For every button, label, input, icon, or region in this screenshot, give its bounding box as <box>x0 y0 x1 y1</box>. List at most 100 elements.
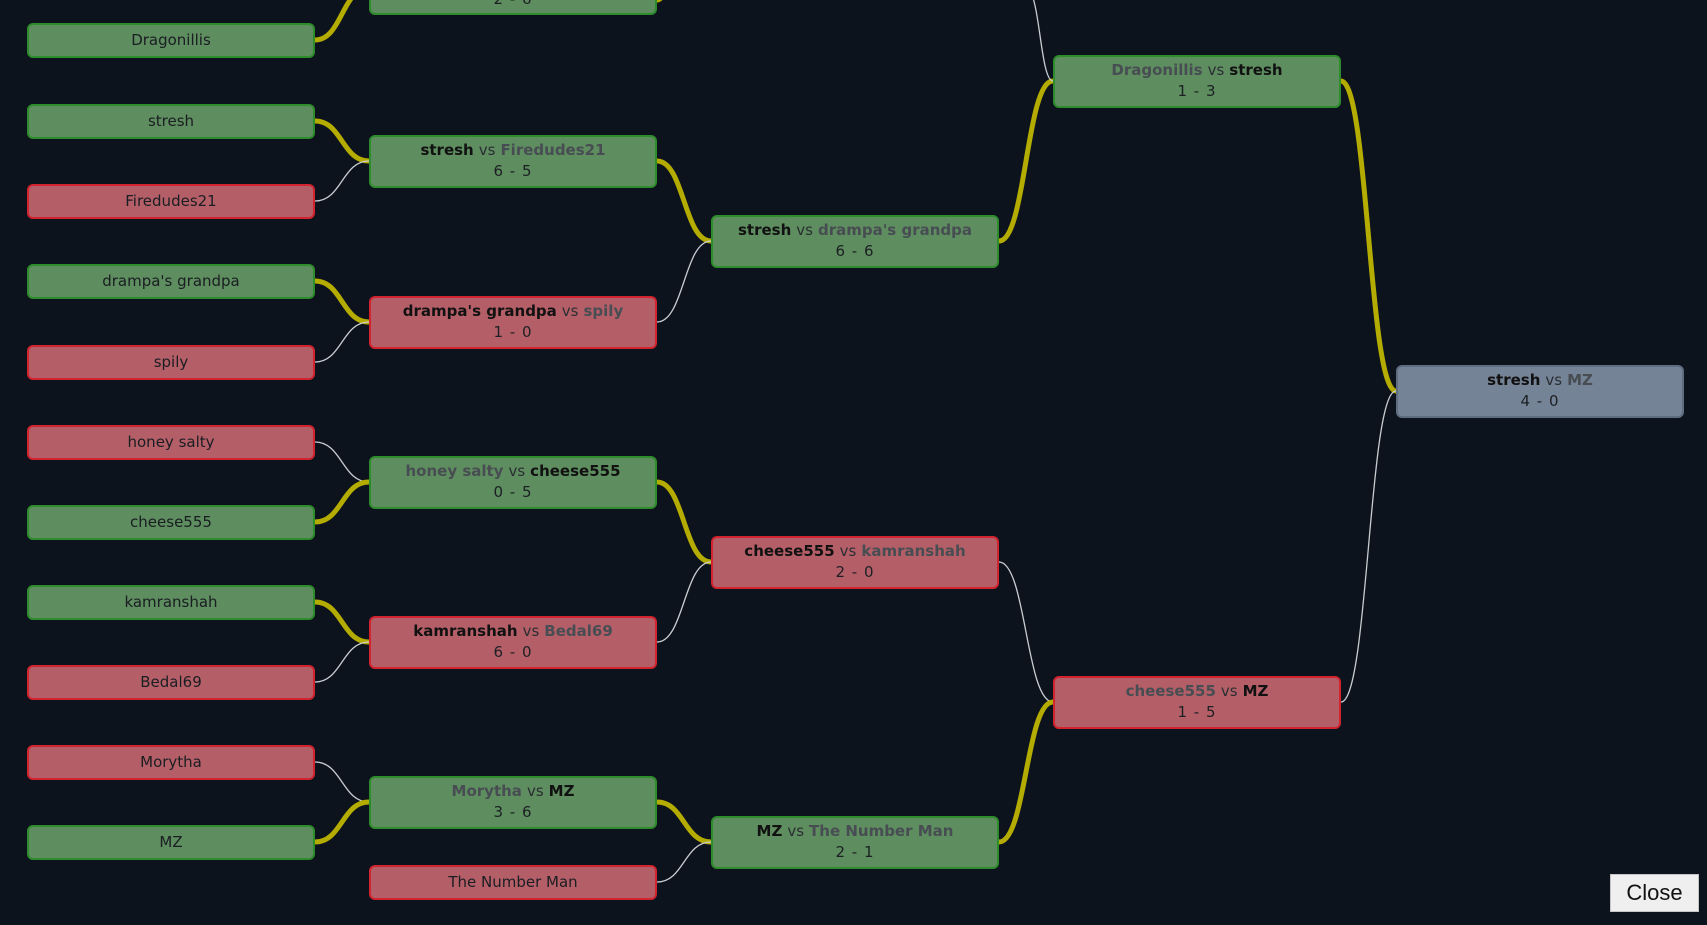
seed-kamranshah[interactable]: kamranshah <box>27 584 315 620</box>
seed-stresh[interactable]: stresh <box>27 103 315 139</box>
player-two: MZ <box>1242 682 1269 700</box>
bracket-link <box>314 160 370 202</box>
vs-label: vs <box>1207 61 1225 79</box>
player-one: Dragonillis <box>1111 61 1203 79</box>
match-score: 6 - 5 <box>493 162 533 180</box>
bracket-link <box>1032 0 1054 82</box>
player-one: honey salty <box>405 462 504 480</box>
bracket-link <box>656 561 712 643</box>
player-one: cheese555 <box>744 542 835 560</box>
winner-link <box>1339 78 1398 394</box>
bracket-link <box>314 761 370 803</box>
player-one: drampa's grandpa <box>402 302 557 320</box>
bracket-link <box>314 321 370 363</box>
match-card[interactable]: 2 - 6 <box>369 0 657 15</box>
seed-name: stresh <box>147 111 195 130</box>
match-score: 1 - 3 <box>1177 82 1217 100</box>
bracket-link <box>1340 390 1397 703</box>
match-score: 1 - 5 <box>1177 703 1217 721</box>
player-two: spily <box>583 302 624 320</box>
seed-name: Morytha <box>140 752 202 771</box>
winner-link <box>314 0 354 43</box>
bracket-link <box>314 641 370 683</box>
seed-cheese555[interactable]: cheese555 <box>27 504 315 540</box>
player-two: MZ <box>1567 371 1593 389</box>
vs-label: vs <box>1220 682 1238 700</box>
seed-spily[interactable]: spily <box>27 344 315 380</box>
bracket-link <box>314 441 370 483</box>
winner-link <box>998 699 1054 845</box>
seed-honey-salty[interactable]: honey salty <box>27 424 315 460</box>
player-two: kamranshah <box>861 542 966 560</box>
bracket-link <box>656 240 712 323</box>
seed-bedal69[interactable]: Bedal69 <box>27 664 315 700</box>
player-one: stresh <box>420 141 474 159</box>
match-score: 3 - 6 <box>493 803 533 821</box>
match-score: 1 - 0 <box>493 323 533 341</box>
match-score: 2 - 0 <box>835 563 875 581</box>
seed-mz[interactable]: MZ <box>27 824 315 860</box>
seed-name: kamranshah <box>124 592 218 611</box>
winner-link <box>656 158 712 244</box>
player-one: stresh <box>737 221 792 239</box>
seed-morytha[interactable]: Morytha <box>27 744 315 780</box>
vs-label: vs <box>796 221 813 239</box>
bracket-link <box>998 561 1054 703</box>
seed-name: The Number Man <box>448 872 578 891</box>
vs-label: vs <box>522 622 540 640</box>
match-score: 6 - 0 <box>493 643 533 661</box>
seed-name: Bedal69 <box>140 672 202 691</box>
seed-name: honey salty <box>127 432 215 451</box>
match-score: 4 - 0 <box>1520 392 1560 410</box>
player-one: Morytha <box>451 782 522 800</box>
seed-name: Firedudes21 <box>125 191 217 210</box>
winner-link <box>998 78 1054 244</box>
vs-label: vs <box>1545 371 1563 389</box>
player-two: MZ <box>548 782 575 800</box>
seed-the-number-man[interactable]: The Number Man <box>369 864 657 900</box>
match-score: 0 - 5 <box>493 483 533 501</box>
seed-name: spily <box>153 352 189 371</box>
match-score: 2 - 6 <box>493 0 532 10</box>
player-one: kamranshah <box>413 622 518 640</box>
player-one: cheese555 <box>1125 682 1216 700</box>
player-two: The Number Man <box>809 822 954 840</box>
player-two: drampa's grandpa <box>817 221 972 239</box>
vs-label: vs <box>526 782 544 800</box>
seed-name: MZ <box>159 832 183 851</box>
winner-link <box>314 599 370 645</box>
player-one: stresh <box>1487 371 1541 389</box>
winner-link <box>314 799 370 845</box>
seed-dragonillis[interactable]: Dragonillis <box>27 22 315 58</box>
close-button[interactable]: Close <box>1610 874 1699 912</box>
seed-firedudes21[interactable]: Firedudes21 <box>27 183 315 219</box>
winner-link <box>314 278 370 325</box>
match-score: 6 - 6 <box>835 242 875 260</box>
vs-label: vs <box>839 542 857 560</box>
player-one: MZ <box>756 822 783 840</box>
winner-link <box>656 479 712 565</box>
player-two: Firedudes21 <box>500 141 606 159</box>
vs-label: vs <box>787 822 805 840</box>
vs-label: vs <box>508 462 526 480</box>
seed-drampa-s-grandpa[interactable]: drampa's grandpa <box>27 263 315 299</box>
